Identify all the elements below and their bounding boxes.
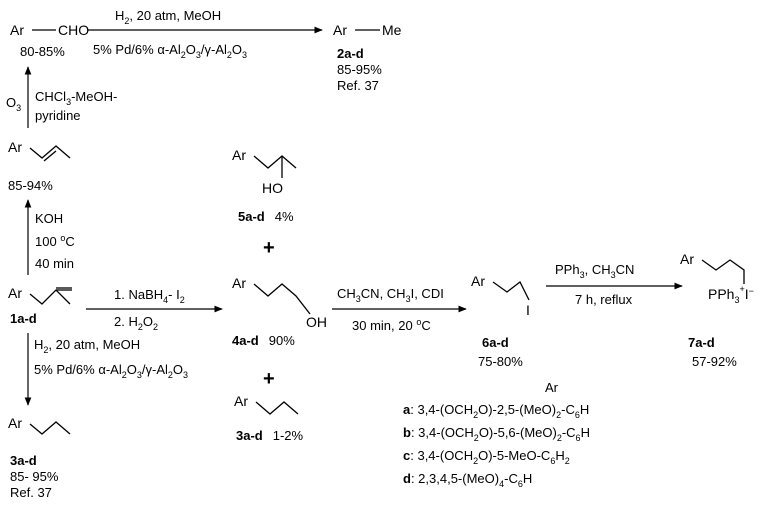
plus-sign-upper: + [263, 237, 275, 259]
propenyl-chain [29, 145, 71, 159]
ar-legend-header: Ar [545, 380, 559, 395]
compound-id: 6a-d [482, 335, 509, 350]
iodo-label: I [526, 302, 530, 318]
ar-legend-item-a: a: 3,4-(OCH2O)-2,5-(MeO)2-C6H [403, 402, 589, 420]
aldehyde-yield: 80-85% [20, 44, 65, 59]
isomerization-time: 40 min [35, 256, 74, 271]
ozonolysis-reagent: O3 [6, 95, 21, 113]
aryl-label: Ar [471, 273, 485, 289]
compound-yield: 57-92% [692, 354, 737, 369]
compound-yield: 75-80% [478, 354, 523, 369]
phosphonium-group: PPh3+I− [708, 284, 754, 305]
aryl-label: Ar [680, 251, 694, 267]
iodination-reagents: CH3CN, CH3I, CDI [337, 286, 444, 304]
propenyl-compound: Ar 85-94% [8, 139, 71, 193]
aryl-label: Ar [8, 415, 22, 431]
aryl-label: Ar [10, 22, 24, 38]
hydrogenation-conditions-bottom: H2, 20 atm, MeOH [34, 337, 140, 355]
ar-legend-item-b: b: 3,4-(OCH2O)-5,6-(MeO)2-C6H [403, 425, 590, 443]
phosphonium-reagents: PPh3, CH3CN [555, 262, 634, 280]
aldehyde-compound: Ar CHO 80-85% [10, 22, 89, 59]
aryl-label: Ar [8, 285, 22, 301]
hydroboration-step1: 1. NaBH4- I2 [114, 287, 185, 305]
compound-6a-d: Ar I 6a-d 75-80% [471, 273, 530, 369]
reference: Ref. 37 [337, 78, 379, 93]
propyl-chain [255, 401, 299, 415]
aldehyde-group-label: CHO [58, 22, 89, 38]
iodopropyl-chain [492, 281, 530, 301]
phosphonium-chain [701, 259, 745, 284]
catalyst-conditions-bottom: 5% Pd/6% α-Al2O3/γ-Al2O3 [34, 362, 188, 380]
propanol-chain [253, 283, 311, 315]
compound-7a-d: Ar PPh3+I− 7a-d 57-92% [680, 251, 754, 369]
ar-legend-item-c: c: 3,4-(OCH2O)-5-MeO-C6H2 [403, 448, 570, 466]
phosphonium-time: 7 h, reflux [575, 292, 633, 307]
plus-sign-lower: + [263, 368, 275, 390]
compound-id: 1a-d [10, 311, 37, 326]
hydroxyl-label: HO [262, 180, 283, 196]
compound-yield: 85- 95% [10, 469, 59, 484]
methyl-label: Me [382, 22, 402, 38]
compound-yield: 85-94% [8, 178, 53, 193]
hydrogenation-conditions-top: H2, 20 atm, MeOH [115, 8, 221, 26]
iodination-time: 30 min, 20 oC [352, 317, 431, 333]
reference: Ref. 37 [10, 485, 52, 500]
aryl-label: Ar [232, 275, 246, 291]
compound-id: 3a-d [10, 453, 37, 468]
double-bond [43, 150, 57, 162]
isomerization-temp: 100 oC [35, 233, 75, 249]
aryl-label: Ar [8, 139, 22, 155]
aryl-label: Ar [333, 22, 347, 38]
allyl-chain [29, 289, 71, 305]
catalyst-conditions-top: 5% Pd/6% α-Al2O3/γ-Al2O3 [93, 42, 247, 60]
compound-id: 7a-d [688, 335, 715, 350]
aryl-label: Ar [234, 393, 248, 409]
hydroboration-step2: 2. H2O2 [114, 314, 158, 332]
hydroxyl-label: OH [306, 314, 327, 330]
aryl-label: Ar [232, 147, 246, 163]
alkyl-chain [253, 155, 297, 169]
ar-legend: Ar a: 3,4-(OCH2O)-2,5-(MeO)2-C6H b: 3,4-… [403, 380, 590, 489]
compound-id: 2a-d [337, 46, 364, 61]
compound-2a-d: Ar Me 2a-d 85-95% Ref. 37 [333, 22, 402, 93]
ozonolysis-solvent: CHCl3-MeOH- [35, 89, 117, 107]
ar-legend-item-d: d: 2,3,4,5-(MeO)4-C6H [403, 471, 532, 489]
isomerization-base: KOH [35, 211, 63, 226]
compound-3a-d-bottom: Ar 3a-d 85- 95% Ref. 37 [8, 415, 71, 500]
compound-yield: 85-95% [337, 62, 382, 77]
propyl-chain [29, 421, 71, 435]
compound-1a-d: Ar 1a-d [8, 285, 72, 326]
ozonolysis-base: pyridine [35, 108, 81, 123]
